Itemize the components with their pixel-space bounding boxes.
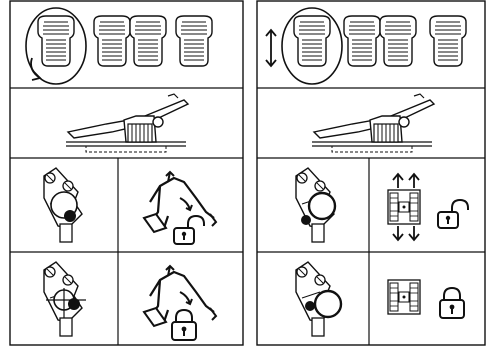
right-hinge-pin-locked [305,301,315,311]
hinge-pin-dark-locked [68,298,80,310]
right-hinge-locked [295,261,343,337]
right-panel [256,0,486,346]
mechanism-icon-locked [387,279,421,315]
right-pedal-icon [175,15,213,67]
selection-circle-right [281,7,343,85]
right-hinge-unlocked [295,167,337,243]
right-panel-left-pedal-icon [293,15,331,67]
right-pedal-side-view [311,93,435,153]
center-pedal-icon-2 [129,15,167,67]
right-panel-right-pedal-icon [429,15,467,67]
left-panel-frame [9,0,244,346]
left-pedal-side-view [65,93,189,153]
right-lock-icon [439,287,465,319]
left-hinge-locked [43,261,86,337]
selection-circle [25,7,87,85]
right-hinge-ring [307,191,337,221]
right-hinge-ring-locked [313,289,343,319]
mechanism-icon [387,189,421,225]
hinge-pin-dark [64,210,76,222]
left-foot-unlocked [142,170,218,245]
right-foot-pedals [265,7,467,85]
right-panel-center-pedal-icon-2 [379,15,417,67]
vertical-arrow-heads [265,28,277,68]
right-panel-frame [256,0,486,346]
left-foot-pedals [25,7,213,85]
curved-arrow-icon [30,57,41,79]
lock-icon [171,309,197,341]
left-foot-locked [142,264,218,341]
down-arrow-head [392,233,404,242]
up-arrow-head [392,172,404,181]
right-unlock-icon [437,199,469,229]
right-hinge-pin [301,215,311,225]
right-adjust-unlocked [387,172,469,242]
down-arrow-head-2 [408,233,420,242]
left-panel [9,0,244,346]
right-panel-center-pedal-icon [343,15,381,67]
foot-icon-locked [142,264,218,328]
up-arrow-head-2 [408,172,420,181]
right-adjust-locked [387,279,465,319]
left-hinge-unlocked [43,167,83,243]
left-pedal-icon [37,15,75,67]
center-pedal-icon [93,15,131,67]
foot-icon [142,170,218,234]
unlock-icon [173,215,205,245]
curved-arrow-head [31,71,42,81]
